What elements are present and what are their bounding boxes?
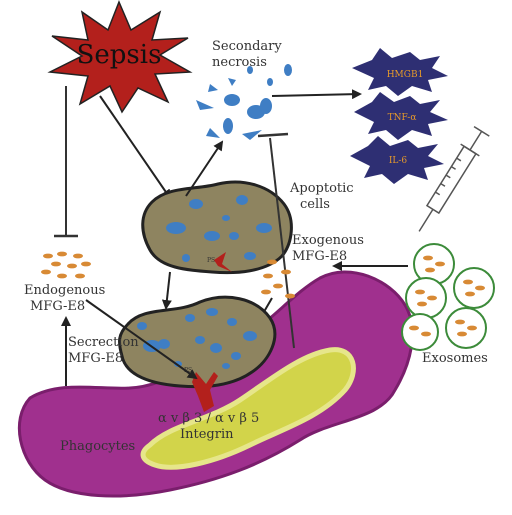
apoptotic-cells-line2: cells bbox=[300, 197, 330, 212]
phagocyte-inclusion bbox=[140, 347, 356, 470]
secondary-necrosis-line1: Secondary bbox=[212, 39, 282, 54]
cytokine-hmgb1: HMGB1 bbox=[352, 48, 448, 96]
syringe-icon bbox=[418, 125, 490, 232]
secondary-necrosis-line2: necrosis bbox=[212, 55, 267, 70]
svg-text:IL-6: IL-6 bbox=[389, 156, 408, 166]
secrection-line1: Secrection bbox=[68, 335, 139, 350]
svg-text:HMGB1: HMGB1 bbox=[387, 70, 424, 80]
apoptotic-nuclei-upper bbox=[166, 195, 272, 262]
exosome-cluster bbox=[401, 243, 495, 351]
arrow-sepsis-to-apoptotic bbox=[99, 95, 172, 200]
integrin-line2: Integrin bbox=[180, 427, 234, 442]
arrow-apoptotic-down bbox=[161, 271, 172, 310]
ps-label-upper: PS bbox=[207, 257, 215, 264]
cytokine-tnf: TNF-α bbox=[354, 92, 448, 140]
arrow-necrosis-to-cytokines bbox=[271, 89, 362, 100]
necrosis-fragments bbox=[196, 64, 292, 140]
secrection-line2: MFG-E8 bbox=[68, 351, 123, 366]
exosome-cargo bbox=[409, 255, 485, 337]
arrow-endogenous-to-receptor bbox=[85, 299, 198, 380]
inhibition-necrosis-bar bbox=[257, 132, 289, 138]
exogenous-line2: MFG-E8 bbox=[292, 249, 347, 264]
exosomes-label: Exosomes bbox=[422, 351, 488, 366]
sepsis-burst bbox=[47, 0, 193, 114]
exogenous-mfg-e8-particles bbox=[261, 259, 295, 299]
cytokine-il6: IL-6 bbox=[350, 136, 444, 184]
svg-text:TNF-α: TNF-α bbox=[388, 113, 417, 123]
integrin-line1: α v β 3 / α v β 5 bbox=[158, 411, 259, 426]
ps-receptor-lower bbox=[192, 372, 218, 412]
sepsis-label: Sepsis bbox=[77, 40, 162, 70]
apoptotic-nuclei-lower bbox=[137, 308, 257, 369]
ps-receptor-upper bbox=[214, 252, 232, 272]
arrow-apoptotic-to-necrosis bbox=[185, 140, 224, 197]
endogenous-line1: Endogenous bbox=[24, 283, 105, 298]
inhibition-exogenous-necrosis bbox=[269, 137, 295, 349]
apoptotic-cells-line1: Apoptotic bbox=[289, 181, 354, 196]
phagocytes-label: Phagocytes bbox=[60, 439, 135, 454]
endogenous-mfg-e8-particles bbox=[41, 251, 91, 279]
exogenous-line1: Exogenous bbox=[292, 233, 364, 248]
endogenous-line2: MFG-E8 bbox=[30, 299, 85, 314]
apoptotic-cell-upper bbox=[141, 180, 293, 275]
